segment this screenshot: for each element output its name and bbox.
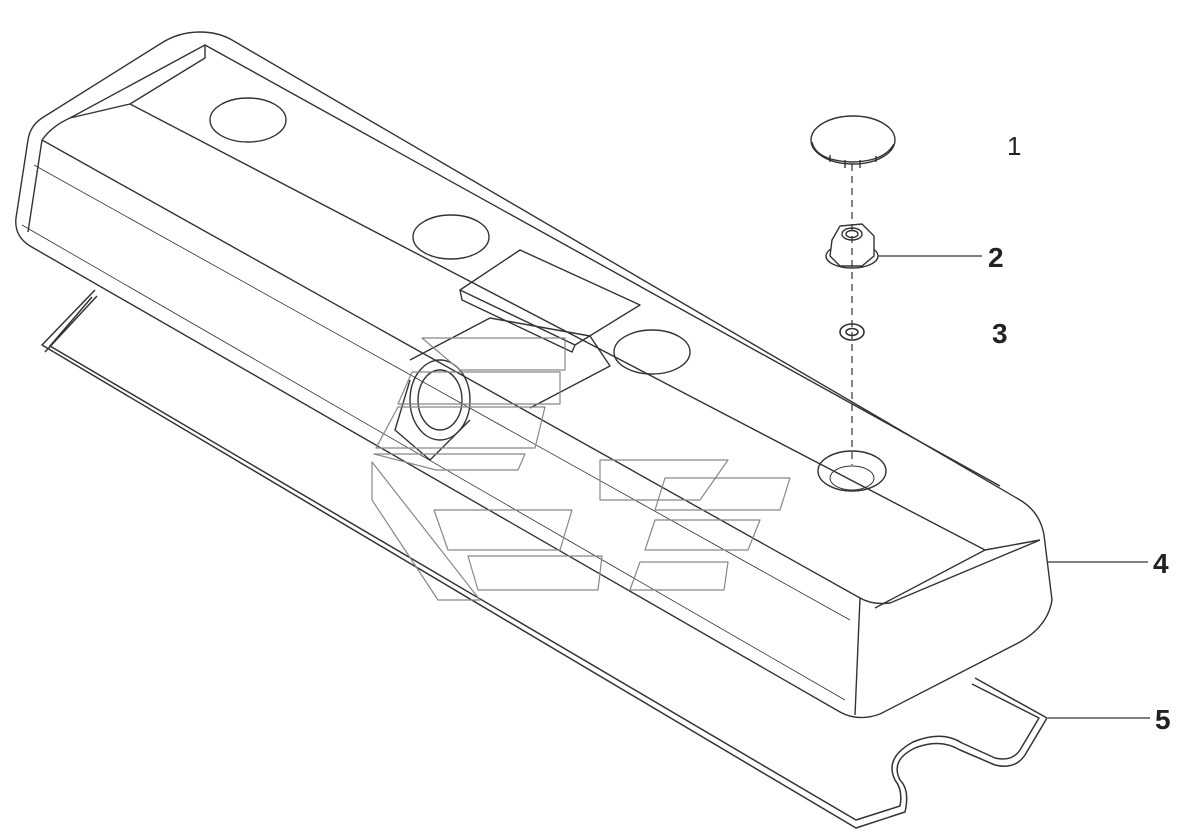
top-opening-2 — [412, 214, 490, 260]
callout-2: 2 — [988, 242, 1004, 273]
gasket — [41, 289, 1048, 829]
callout-5: 5 — [1155, 704, 1171, 735]
valve-cover — [15, 31, 1053, 719]
callout-4: 4 — [1153, 548, 1169, 579]
top-opening-3 — [613, 329, 691, 375]
callout-3: 3 — [992, 318, 1008, 349]
flange-nut — [825, 223, 879, 269]
cap — [810, 115, 896, 168]
watermark-logo — [371, 337, 791, 601]
callout-1: 1 — [1007, 131, 1021, 161]
leader-lines — [878, 255, 1150, 719]
top-opening-1 — [209, 97, 287, 143]
